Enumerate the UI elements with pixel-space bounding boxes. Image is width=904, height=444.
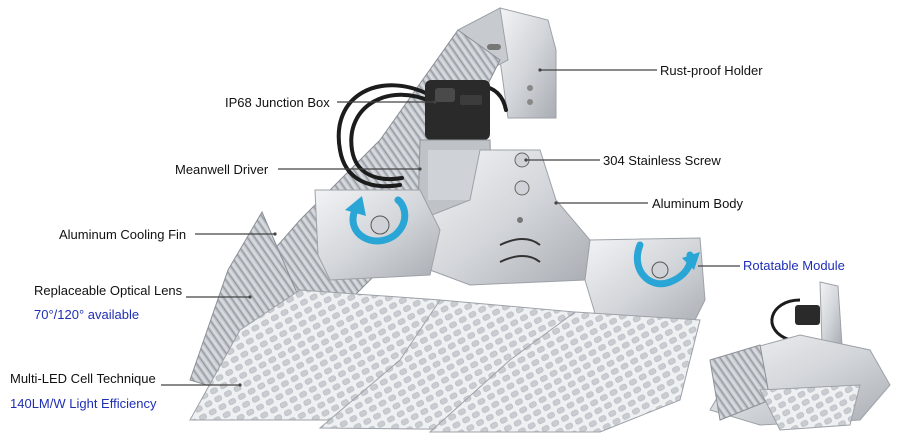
multi-led-label: Multi-LED Cell Technique xyxy=(10,371,156,386)
leader-lines xyxy=(161,69,740,386)
left-side-bracket xyxy=(314,189,441,281)
rotatable-module-label: Rotatable Module xyxy=(743,258,845,273)
aluminum-cooling-fin-label: Aluminum Cooling Fin xyxy=(59,227,187,242)
rust-proof-holder-label: Rust-proof Holder xyxy=(660,63,763,78)
replaceable-optical-lens-label: Replaceable Optical Lens xyxy=(34,283,183,298)
rotate-arrow-icon xyxy=(345,196,409,245)
lens-angle-options-label: 70°/120° available xyxy=(34,307,140,322)
aluminum-body xyxy=(429,149,591,286)
ip68-junction-box xyxy=(425,80,490,140)
meanwell-driver-label: Meanwell Driver xyxy=(175,162,269,177)
rotate-arrow-icon xyxy=(633,241,700,288)
led-module-3 xyxy=(428,311,701,433)
ip68-junction-box-label: IP68 Junction Box xyxy=(225,95,330,110)
light-efficiency-label: 140LM/W Light Efficiency xyxy=(10,396,157,411)
aluminum-body-label: Aluminum Body xyxy=(652,196,744,211)
secondary-product-view xyxy=(709,281,891,431)
stainless-screw-label: 304 Stainless Screw xyxy=(603,153,721,168)
leader-dots xyxy=(238,68,558,387)
